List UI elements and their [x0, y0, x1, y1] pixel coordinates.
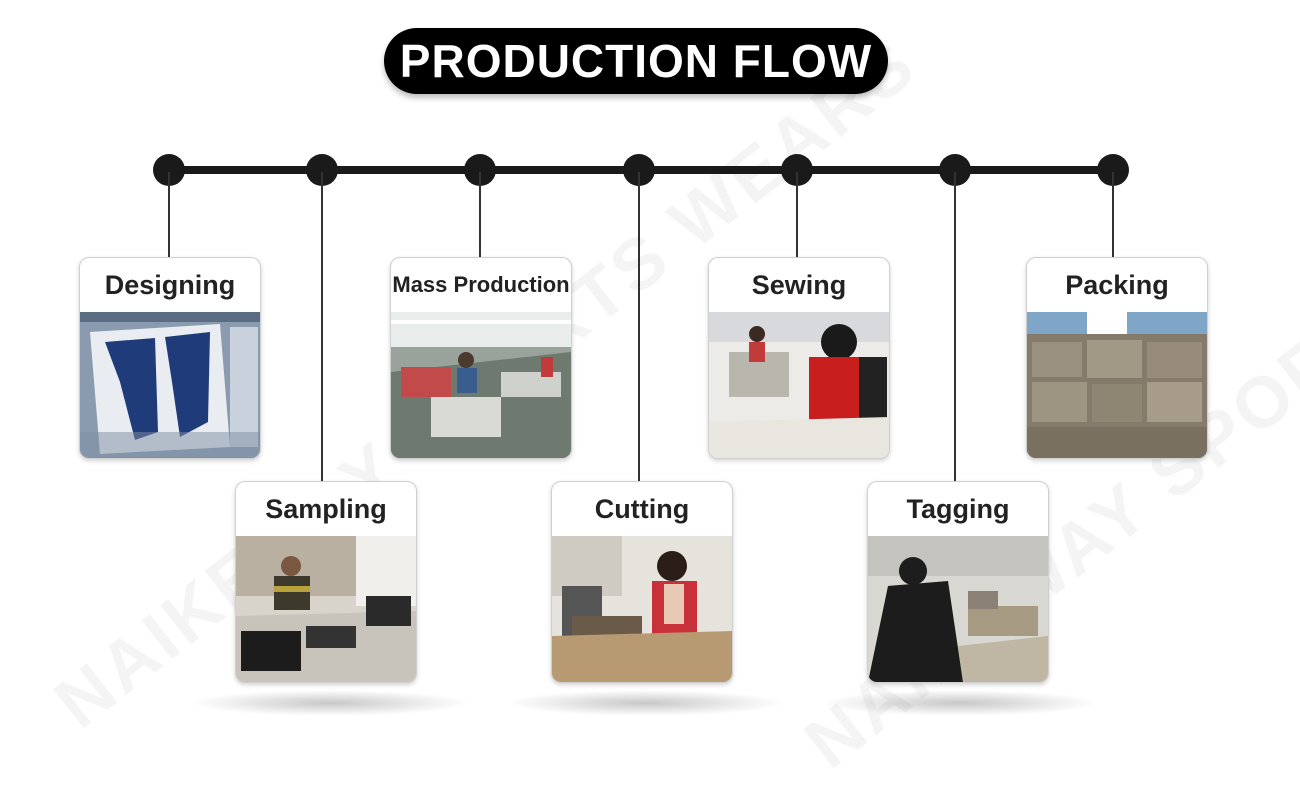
step-card-tagging: Tagging	[867, 481, 1049, 683]
step-label: Tagging	[868, 482, 1048, 536]
connector-sewing	[796, 172, 798, 258]
step-label: Sewing	[709, 258, 889, 312]
step-card-cutting: Cutting	[551, 481, 733, 683]
step-card-mass-production: Mass Production	[390, 257, 572, 459]
step-label: Packing	[1027, 258, 1207, 312]
step-label: Sampling	[236, 482, 416, 536]
designing-photo	[80, 312, 260, 458]
step-card-designing: Designing	[79, 257, 261, 459]
floor-shadow	[505, 690, 785, 716]
step-label: Mass Production	[391, 258, 571, 312]
packing-photo	[1027, 312, 1207, 458]
floor-shadow	[820, 690, 1100, 716]
step-label: Designing	[80, 258, 260, 312]
connector-packing	[1112, 172, 1114, 258]
connector-designing	[168, 172, 170, 258]
mass-production-photo	[391, 312, 571, 458]
step-card-sewing: Sewing	[708, 257, 890, 459]
tagging-photo	[868, 536, 1048, 682]
floor-shadow	[190, 690, 470, 716]
page-title: PRODUCTION FLOW	[384, 28, 888, 94]
step-card-packing: Packing	[1026, 257, 1208, 459]
cutting-photo	[552, 536, 732, 682]
connector-mass-production	[479, 172, 481, 258]
step-card-sampling: Sampling	[235, 481, 417, 683]
connector-sampling	[321, 172, 323, 482]
connector-tagging	[954, 172, 956, 482]
step-label: Cutting	[552, 482, 732, 536]
sampling-photo	[236, 536, 416, 682]
connector-cutting	[638, 172, 640, 482]
sewing-photo	[709, 312, 889, 458]
